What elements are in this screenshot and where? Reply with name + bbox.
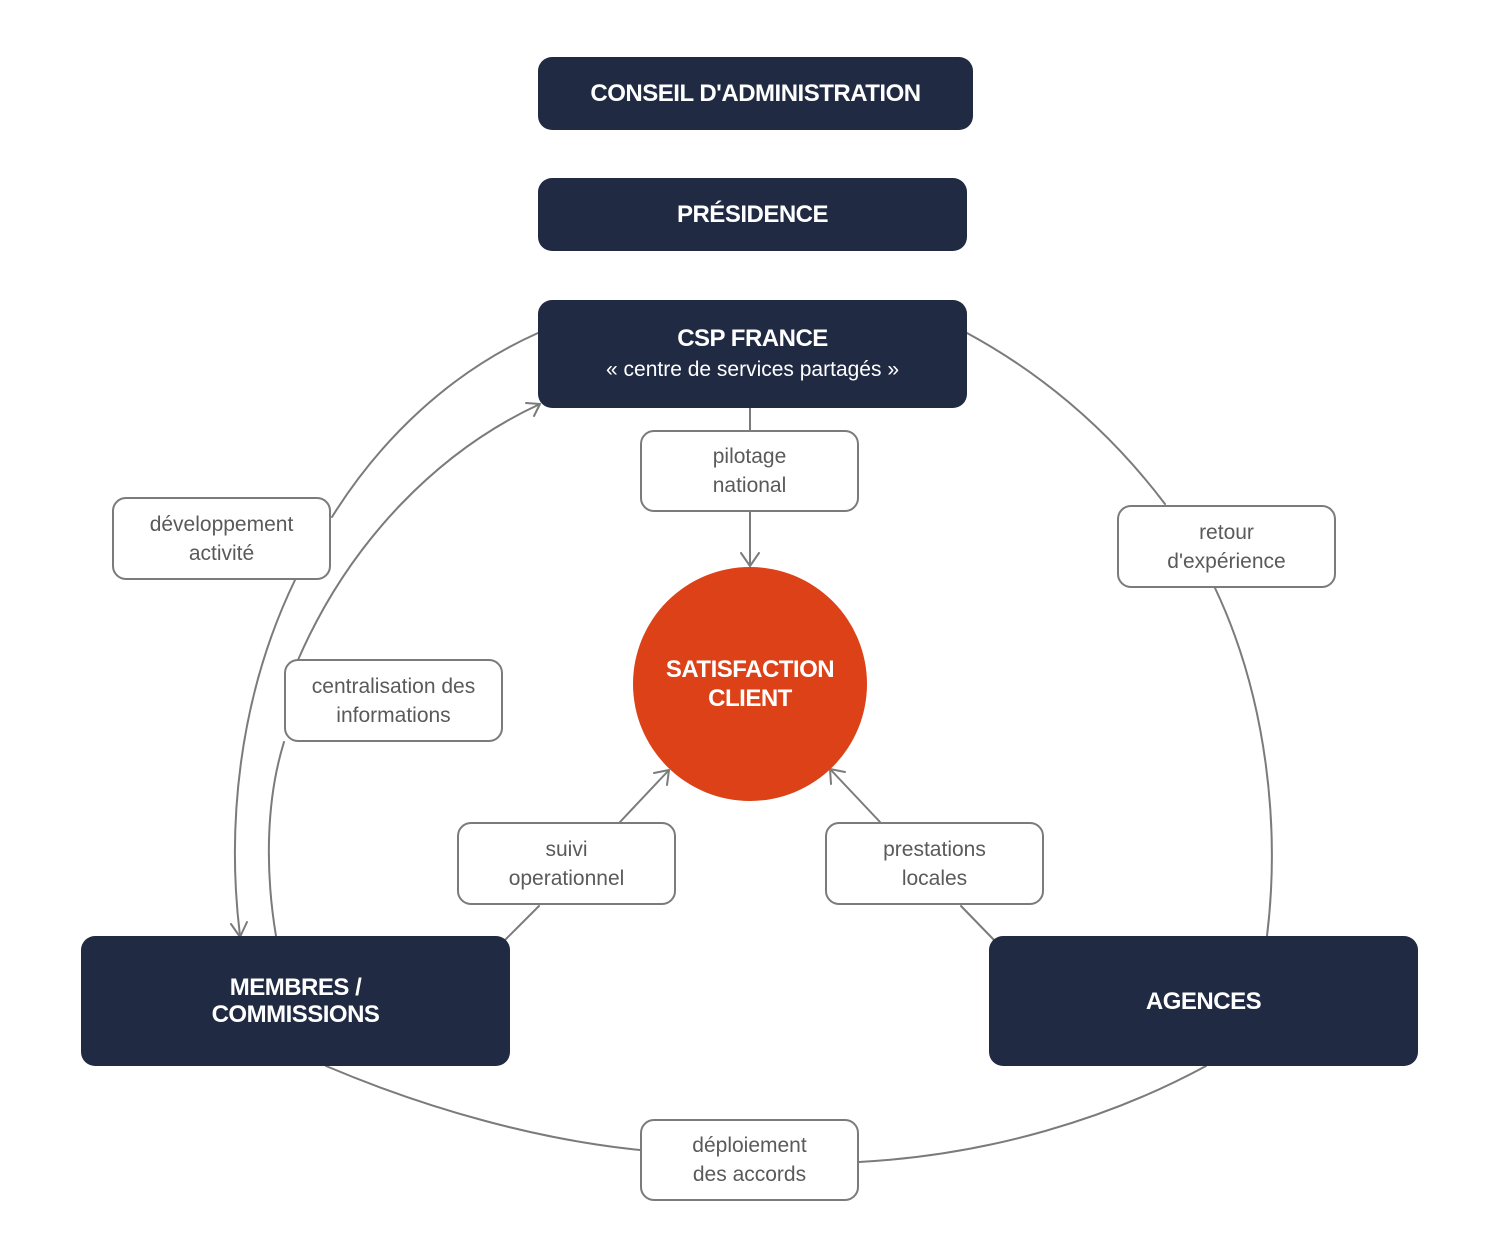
connector-prestations-lower: [960, 905, 995, 941]
node-agences-title: AGENCES: [1145, 987, 1262, 1015]
flow-label-deploiement: déploiement des accords: [640, 1119, 859, 1201]
node-membres-line2: COMMISSIONS: [211, 1001, 380, 1028]
arrowhead-suivi: [653, 769, 670, 786]
connector-deploiement-left: [325, 1065, 641, 1151]
flow-prestations-line2: locales: [901, 866, 968, 890]
node-conseil-administration: CONSEIL D'ADMINISTRATION: [538, 57, 973, 130]
flow-retour-line1: retour: [1199, 520, 1254, 544]
flow-pilotage-line2: national: [712, 474, 787, 497]
connector-suivi-upper: [619, 769, 670, 823]
connector-centralisation-upper: [297, 403, 541, 661]
flow-developpement-line2: activité: [188, 541, 255, 565]
flow-label-centralisation: centralisation des informations: [284, 659, 503, 742]
flow-label-pilotage: pilotage national: [640, 430, 859, 512]
node-presidence: PRÉSIDENCE: [538, 178, 967, 251]
node-membres-line1: MEMBRES /: [229, 974, 362, 1001]
flow-centralisation-line1: centralisation des: [311, 674, 476, 698]
node-csp-subtitle: « centre de services partagés »: [606, 357, 899, 381]
flow-label-prestations: prestations locales: [825, 822, 1044, 905]
flow-pilotage-line1: pilotage: [712, 445, 787, 468]
node-presidence-title: PRÉSIDENCE: [676, 201, 829, 228]
connector-developpement-upper: [331, 332, 539, 518]
flow-label-retour: retour d'expérience: [1117, 505, 1336, 588]
node-csp-title: CSP FRANCE: [677, 324, 828, 352]
arrowhead-centralisation: [525, 402, 541, 417]
connector-centralisation-lower: [267, 741, 285, 937]
node-csp-france: CSP FRANCE « centre de services partagés…: [538, 300, 967, 408]
connector-developpement-lower: [233, 579, 296, 937]
flow-deploiement-line2: des accords: [692, 1163, 807, 1186]
node-satisfaction-line1: SATISFACTION: [665, 656, 835, 683]
connector-deploiement-right: [858, 1065, 1207, 1163]
flow-developpement-line1: développement: [149, 512, 294, 536]
node-agences: AGENCES: [989, 936, 1418, 1066]
connector-suivi-lower: [504, 905, 540, 941]
flow-label-suivi: suivi operationnel: [457, 822, 676, 905]
node-satisfaction-client: SATISFACTION CLIENT: [633, 567, 867, 801]
flow-label-developpement: développement activité: [112, 497, 331, 580]
flow-suivi-line2: operationnel: [508, 866, 625, 890]
flow-prestations-line1: prestations: [883, 837, 986, 861]
connector-retour-upper: [966, 332, 1166, 505]
flow-centralisation-line2: informations: [336, 703, 451, 727]
node-membres-commissions: MEMBRES / COMMISSIONS: [81, 936, 510, 1066]
node-satisfaction-line2: CLIENT: [708, 685, 792, 712]
arrowhead-pilotage: [740, 552, 760, 567]
connector-retour-lower: [1214, 587, 1273, 937]
node-conseil-title: CONSEIL D'ADMINISTRATION: [590, 80, 921, 107]
flow-retour-line2: d'expérience: [1167, 549, 1286, 573]
flow-deploiement-line1: déploiement: [692, 1134, 807, 1157]
flow-suivi-line1: suivi: [545, 837, 588, 861]
connector-prestations-upper: [829, 768, 881, 823]
